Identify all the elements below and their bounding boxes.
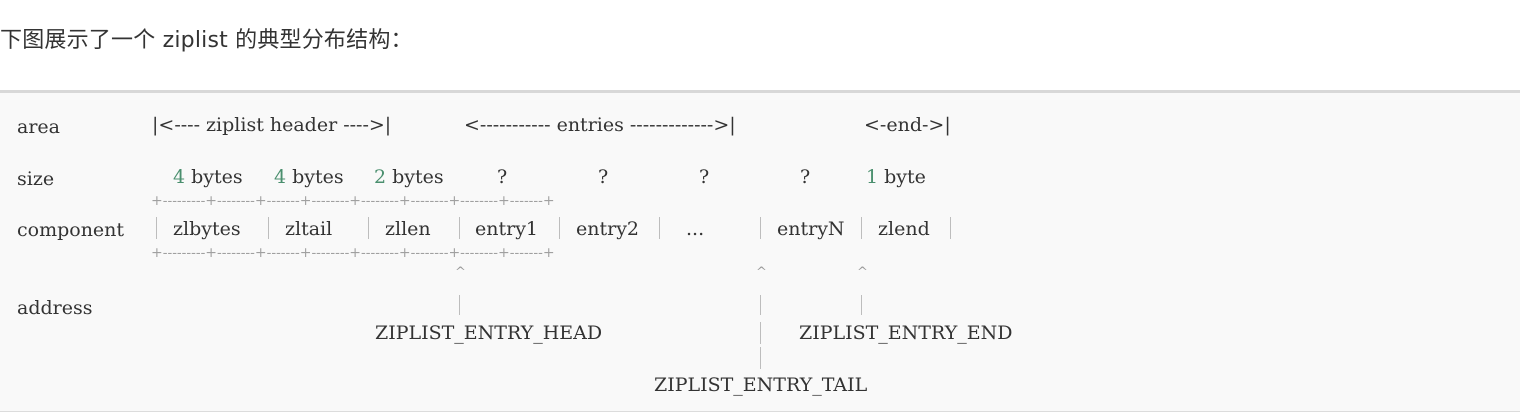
head-pointer-line xyxy=(459,295,460,315)
zlend-size-num: 1 xyxy=(866,166,879,188)
cell-divider xyxy=(459,217,460,239)
cell-divider xyxy=(760,217,761,239)
cell-divider xyxy=(950,217,951,239)
end-pointer-line xyxy=(861,295,862,315)
cell-dots: ... xyxy=(686,218,705,240)
zltail-size-unit: bytes xyxy=(286,166,344,188)
component-border-top: +---------+--------+-------+--------+---… xyxy=(151,193,555,209)
zllen-size: 2 bytes xyxy=(374,168,444,187)
zltail-size-num: 4 xyxy=(274,166,287,188)
cell-zlbytes: zlbytes xyxy=(173,218,241,240)
cell-zlend: zlend xyxy=(878,218,930,240)
tail-pointer-line xyxy=(760,347,761,369)
size-label: size xyxy=(17,168,55,190)
component-border-bottom: +---------+--------+-------+--------+---… xyxy=(151,245,555,261)
zlend-size: 1 byte xyxy=(866,168,926,187)
cell-divider xyxy=(559,217,560,239)
entry-tail-label: ZIPLIST_ENTRY_TAIL xyxy=(654,374,868,396)
cell-divider xyxy=(268,217,269,239)
area-entries-span: <----------- entries ------------->| xyxy=(464,114,736,136)
zlbytes-size: 4 bytes xyxy=(173,168,243,187)
cell-entryN: entryN xyxy=(777,218,845,240)
entry-head-label: ZIPLIST_ENTRY_HEAD xyxy=(375,322,603,344)
zltail-size: 4 bytes xyxy=(274,168,344,187)
zlend-size-unit: byte xyxy=(878,166,926,188)
cell-entry1: entry1 xyxy=(475,218,539,240)
cell-divider xyxy=(156,217,157,239)
code-block: area |<---- ziplist header ---->| <-----… xyxy=(0,90,1520,412)
address-label: address xyxy=(17,297,93,319)
tail-pointer-line xyxy=(760,295,761,315)
zlbytes-size-unit: bytes xyxy=(185,166,243,188)
entry-end-label: ZIPLIST_ENTRY_END xyxy=(799,322,1013,344)
entry1-size: ? xyxy=(497,166,508,188)
zllen-size-num: 2 xyxy=(374,166,387,188)
area-header-span: |<---- ziplist header ---->| xyxy=(152,114,392,136)
end-caret: ^ xyxy=(857,265,868,280)
cell-entry2: entry2 xyxy=(576,218,640,240)
cell-divider xyxy=(368,217,369,239)
area-label: area xyxy=(17,116,60,138)
component-label: component xyxy=(17,219,125,241)
cell-zltail: zltail xyxy=(285,218,333,240)
zllen-size-unit: bytes xyxy=(386,166,444,188)
cell-divider xyxy=(659,217,660,239)
dots-size: ? xyxy=(699,166,710,188)
area-end-span: <-end->| xyxy=(864,114,951,136)
entry2-size: ? xyxy=(598,166,609,188)
cell-divider xyxy=(861,217,862,239)
intro-text: 下图展示了一个 ziplist 的典型分布结构： xyxy=(0,28,413,53)
tail-pointer-line xyxy=(760,322,761,344)
tail-caret: ^ xyxy=(756,265,767,280)
zlbytes-size-num: 4 xyxy=(173,166,186,188)
entryN-size: ? xyxy=(800,166,811,188)
head-caret: ^ xyxy=(455,265,466,280)
cell-zllen: zllen xyxy=(385,218,431,240)
